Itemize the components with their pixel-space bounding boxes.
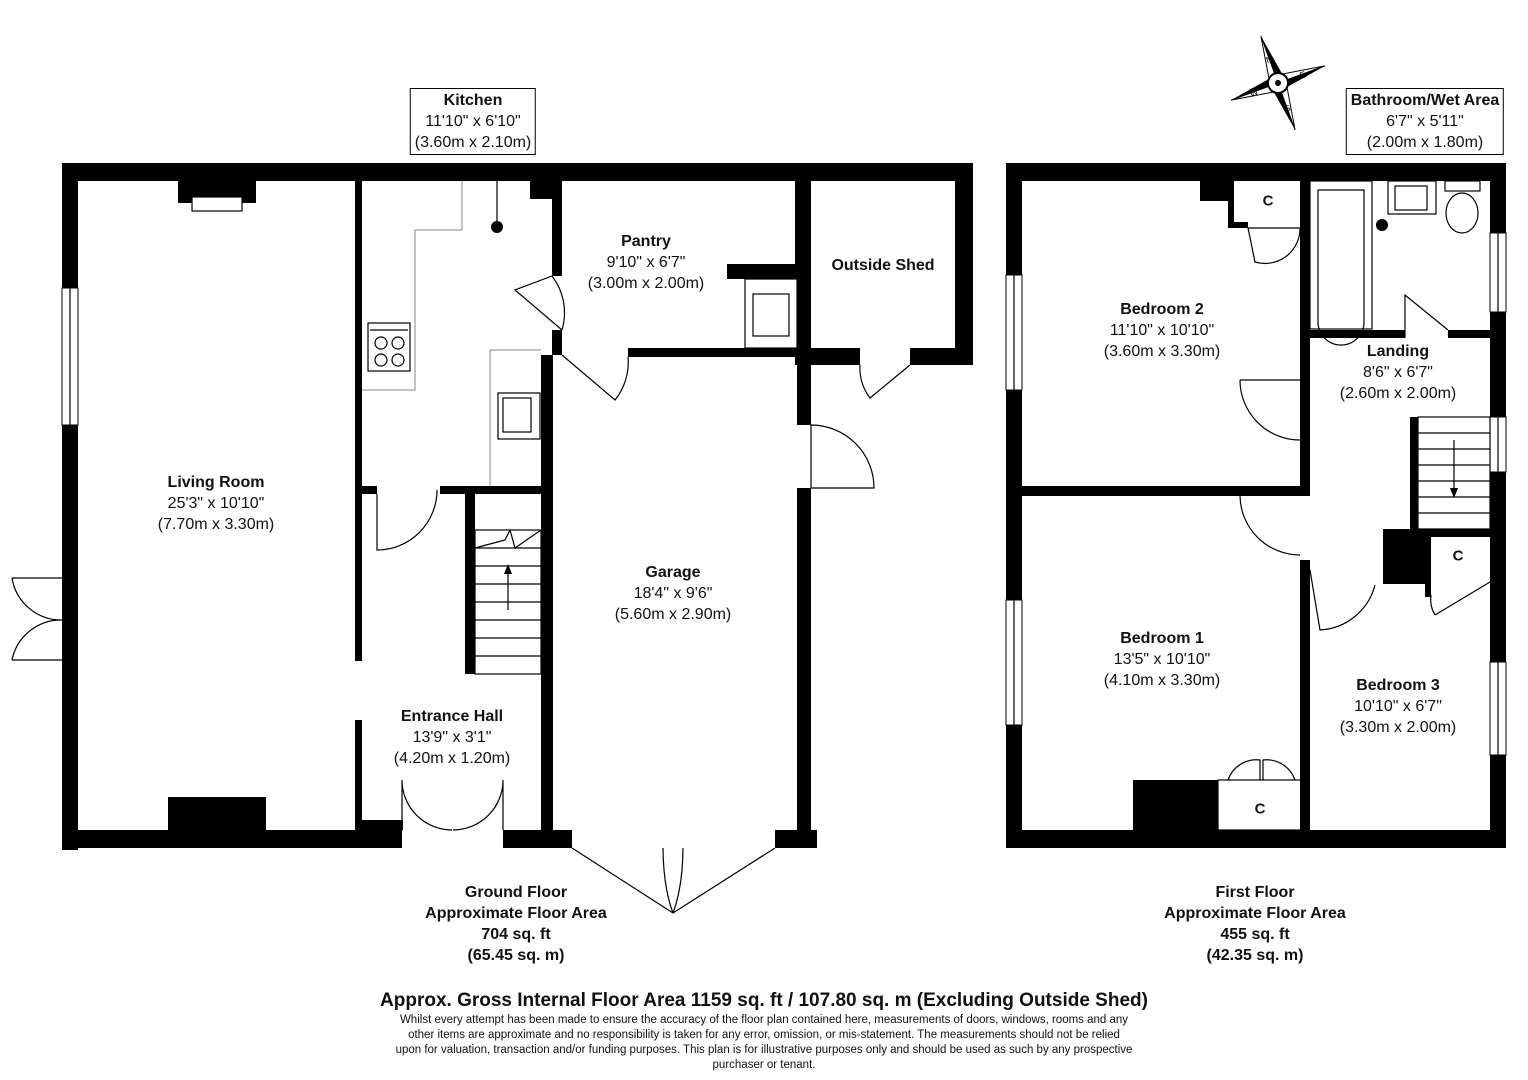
entrance-hall-name: Entrance Hall [400,708,504,725]
kitchen-name: Kitchen [443,92,503,109]
kitchen-imperial: 11'10" x 6'10" [425,113,521,130]
ground-floor-subtitle: Approximate Floor Area [425,905,607,922]
compass-w: W [1248,87,1260,99]
garage-imperial: 18'4" x 9'6" [633,585,713,602]
pantry-name: Pantry [621,233,671,250]
cupboard-label-bedroom-1: C [1254,800,1266,818]
ground-floor-sqft: 704 sq. ft [481,926,551,943]
garage-label: Garage 18'4" x 9'6" (5.60m x 2.90m) [615,562,731,625]
ground-floor-plan [11,163,973,914]
first-floor-sqm: (42.35 sq. m) [1206,947,1304,964]
compass-s: S [1283,103,1292,114]
pantry-metric: (3.00m x 2.00m) [587,275,705,292]
bedroom-1-metric: (4.10m x 3.30m) [1103,672,1221,689]
ground-floor-title: Ground Floor [464,884,568,901]
kitchen-label: Kitchen 11'10" x 6'10" (3.60m x 2.10m) [409,88,537,155]
bedroom-3-imperial: 10'10" x 6'7" [1354,698,1442,715]
pantry-imperial: 9'10" x 6'7" [606,254,686,271]
compass-n: N [1265,54,1275,66]
bathroom-metric: (2.00m x 1.80m) [1366,134,1484,151]
bedroom-3-metric: (3.30m x 2.00m) [1339,719,1457,736]
first-floor-subtitle: Approximate Floor Area [1164,905,1346,922]
landing-label: Landing 8'6" x 6'7" (2.60m x 2.00m) [1340,341,1456,404]
living-room-label: Living Room 25'3" x 10'10" (7.70m x 3.30… [158,472,274,535]
first-floor-summary: First Floor Approximate Floor Area 455 s… [1164,882,1346,966]
bathroom-label: Bathroom/Wet Area 6'7" x 5'11" (2.00m x … [1345,88,1505,155]
landing-name: Landing [1366,343,1430,360]
bedroom-2-label: Bedroom 2 11'10" x 10'10" (3.60m x 3.30m… [1104,299,1220,362]
entrance-hall-imperial: 13'9" x 3'1" [412,729,492,746]
outside-shed-label: Outside Shed [831,255,934,276]
bedroom-1-imperial: 13'5" x 10'10" [1113,651,1211,668]
bedroom-1-label: Bedroom 1 13'5" x 10'10" (4.10m x 3.30m) [1104,628,1220,691]
cupboard-label-bedroom-2: C [1262,192,1274,210]
gross-floor-area: Approx. Gross Internal Floor Area 1159 s… [380,990,1148,1011]
landing-metric: (2.60m x 2.00m) [1339,385,1457,402]
first-floor-title: First Floor [1215,884,1295,901]
garage-name: Garage [645,564,701,581]
bedroom-1-name: Bedroom 1 [1120,630,1204,647]
compass-rose-icon: N E S W [1230,35,1326,131]
living-room-imperial: 25'3" x 10'10" [167,495,265,512]
compass-e: E [1298,69,1307,80]
cupboard-label-bedroom-3: C [1452,547,1464,565]
bedroom-2-metric: (3.60m x 3.30m) [1103,343,1221,360]
bedroom-2-name: Bedroom 2 [1120,301,1204,318]
entrance-hall-metric: (4.20m x 1.20m) [393,750,511,767]
bathroom-imperial: 6'7" x 5'11" [1386,113,1464,130]
first-floor-sqft: 455 sq. ft [1220,926,1290,943]
kitchen-metric: (3.60m x 2.10m) [414,134,532,151]
ground-floor-summary: Ground Floor Approximate Floor Area 704 … [425,882,607,966]
garage-metric: (5.60m x 2.90m) [614,606,732,623]
living-room-metric: (7.70m x 3.30m) [157,516,275,533]
bedroom-2-imperial: 11'10" x 10'10" [1109,322,1215,339]
living-room-name: Living Room [167,474,265,491]
ground-floor-sqm: (65.45 sq. m) [467,947,565,964]
entrance-hall-label: Entrance Hall 13'9" x 3'1" (4.20m x 1.20… [394,706,510,769]
disclaimer-text: Whilst every attempt has been made to en… [395,1014,1133,1071]
bedroom-3-name: Bedroom 3 [1356,677,1440,694]
pantry-label: Pantry 9'10" x 6'7" (3.00m x 2.00m) [588,231,704,294]
bedroom-3-label: Bedroom 3 10'10" x 6'7" (3.30m x 2.00m) [1340,675,1456,738]
landing-imperial: 8'6" x 6'7" [1363,364,1433,381]
outside-shed-name: Outside Shed [831,257,935,274]
first-floor-plan [1005,163,1507,848]
bathroom-name: Bathroom/Wet Area [1350,92,1500,109]
